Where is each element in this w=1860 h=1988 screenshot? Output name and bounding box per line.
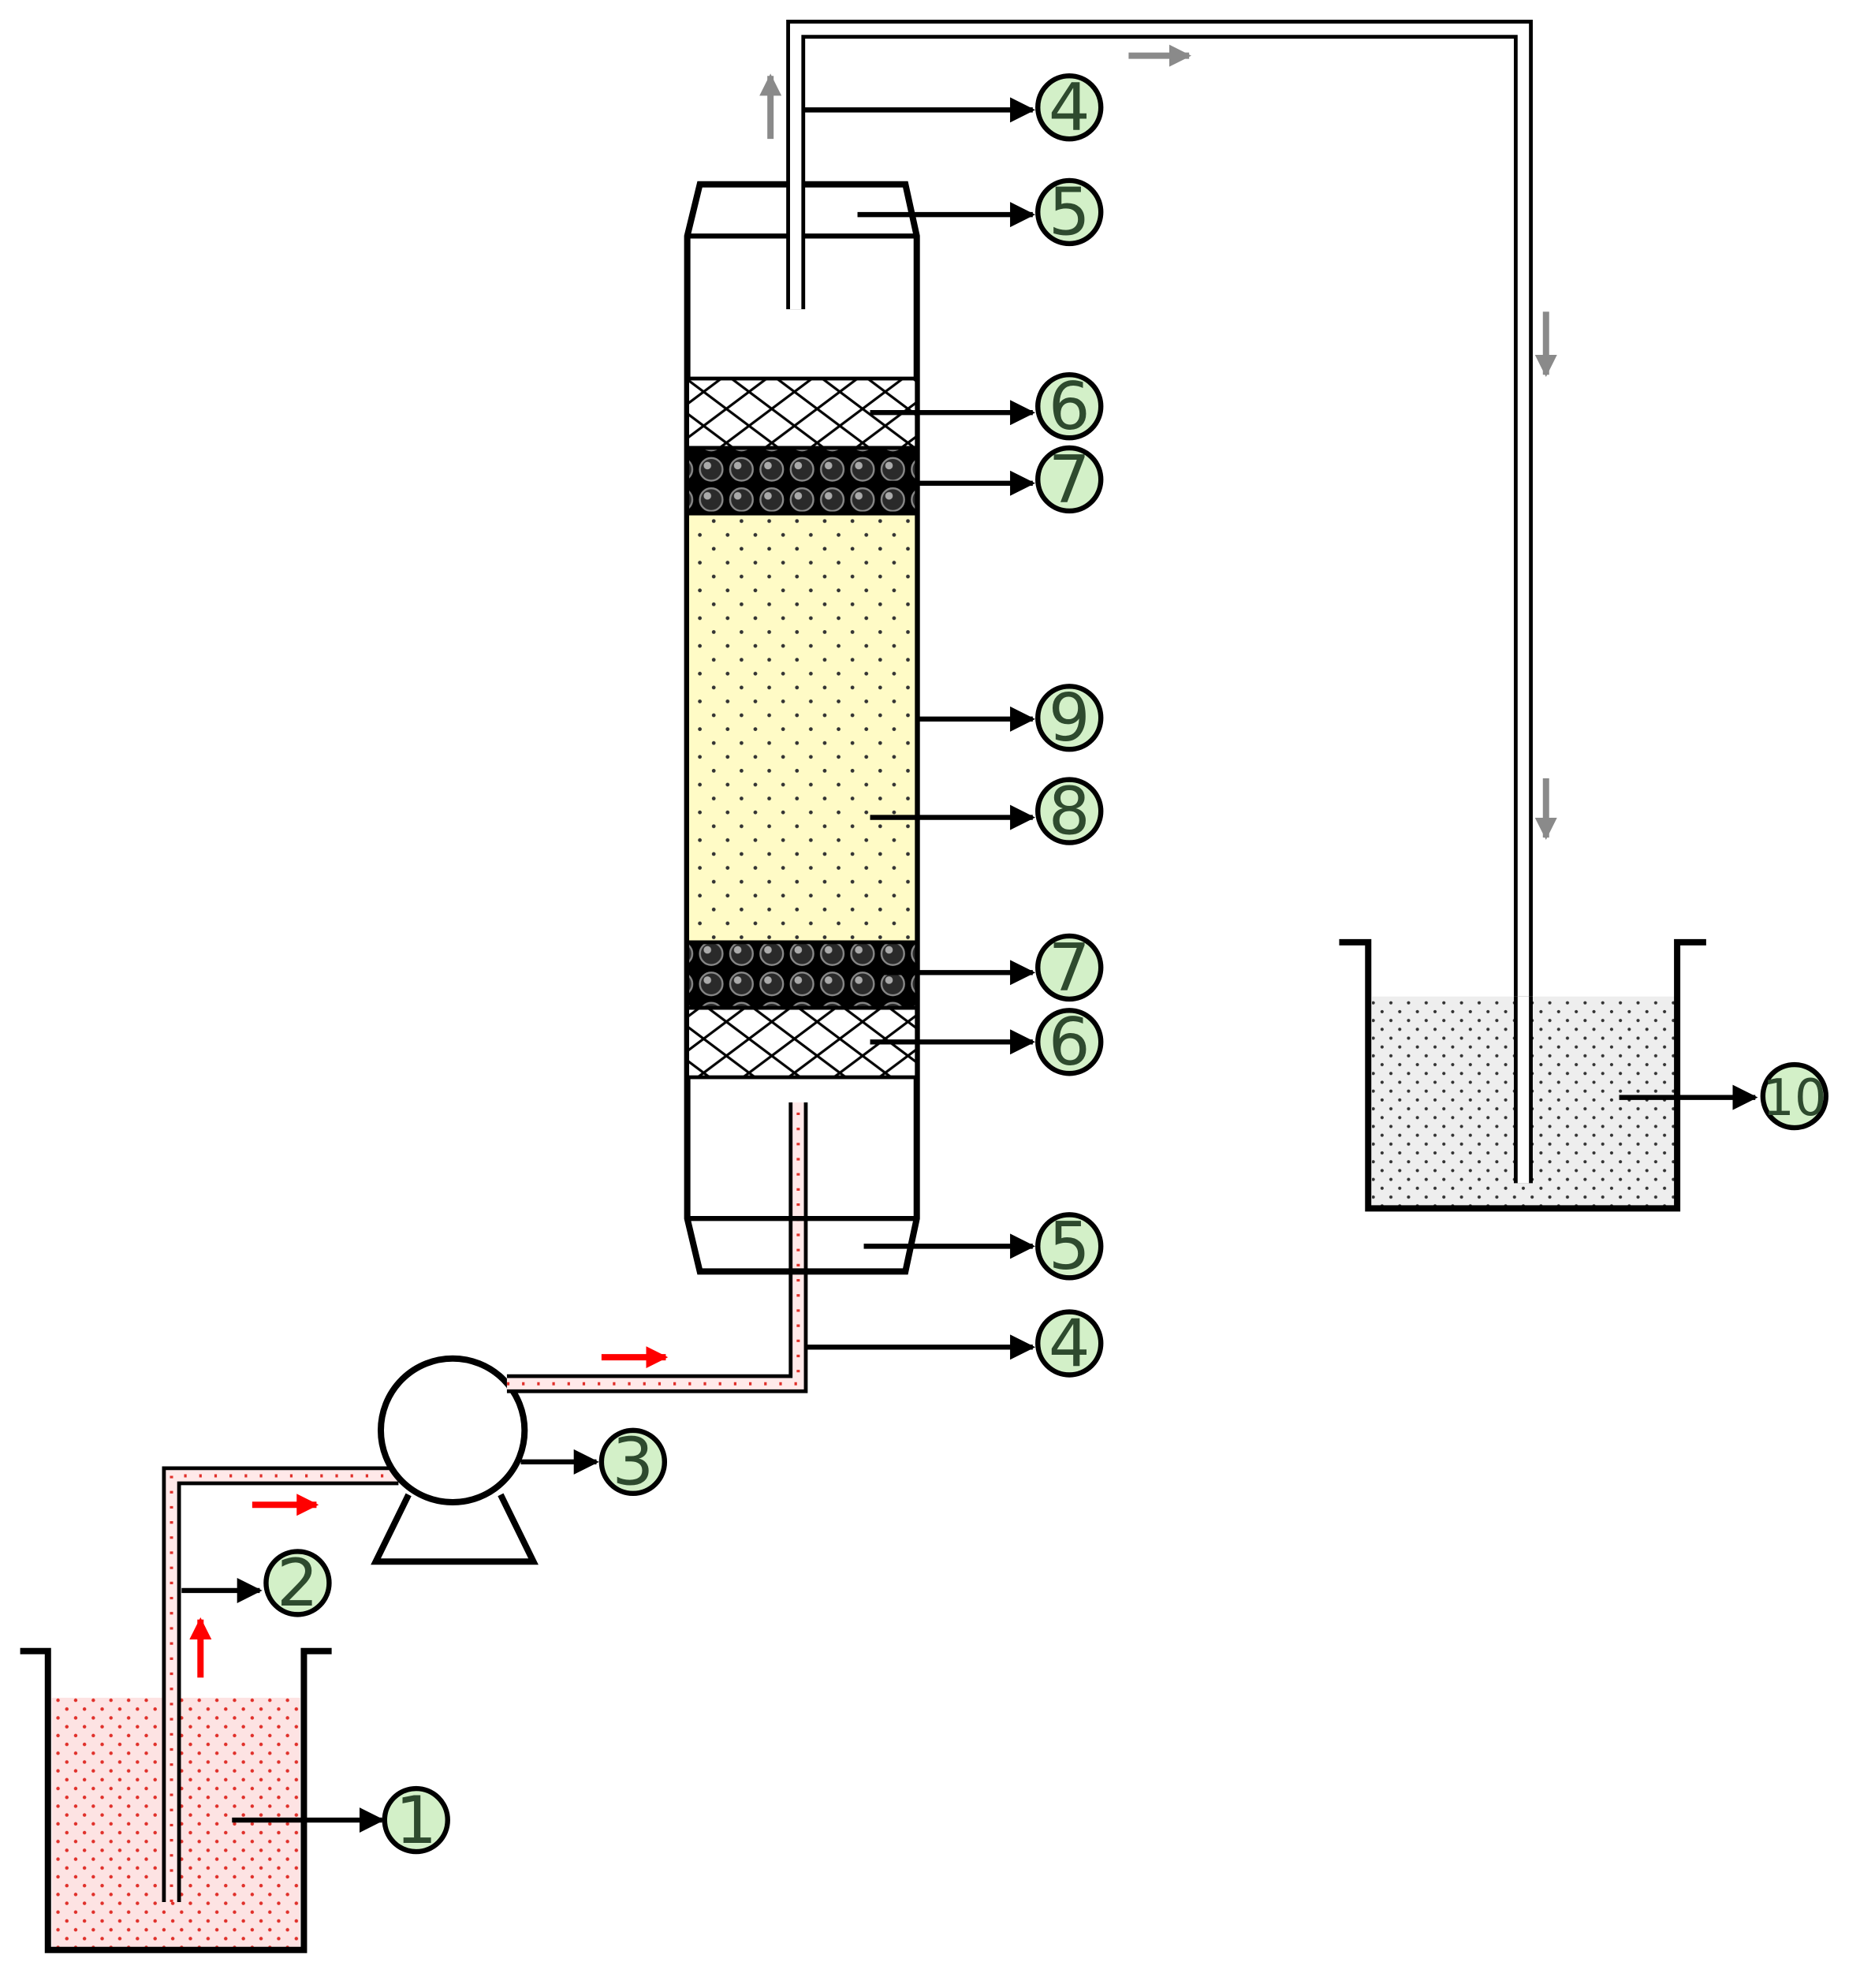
callout-5-top: 5: [1035, 174, 1104, 251]
flow-arrows: [189, 44, 1557, 1678]
column: [684, 181, 920, 1275]
callout-10: 10: [1760, 1061, 1829, 1131]
svg-text:7: 7: [1049, 930, 1090, 1006]
pump-to-column-tube: [506, 1102, 808, 1393]
svg-text:9: 9: [1049, 680, 1090, 756]
callout-6-top: 6: [1035, 368, 1104, 445]
outlet-tube: [786, 20, 1533, 1184]
svg-text:5: 5: [1049, 1208, 1090, 1285]
svg-text:4: 4: [1049, 69, 1090, 146]
svg-text:6: 6: [1049, 1004, 1090, 1080]
svg-text:6: 6: [1049, 368, 1090, 445]
callout-8: 8: [1035, 773, 1104, 849]
svg-text:1: 1: [395, 1782, 437, 1859]
feed-tube: [162, 1466, 399, 1903]
bottom-glass-beads: [685, 940, 919, 1010]
callout-1: 1: [382, 1782, 450, 1859]
leader-lines: [181, 97, 1758, 1833]
callout-7-bottom: 7: [1035, 930, 1104, 1006]
callout-2: 2: [263, 1545, 332, 1621]
svg-text:3: 3: [612, 1424, 654, 1501]
svg-text:10: 10: [1762, 1069, 1826, 1128]
svg-text:5: 5: [1049, 174, 1090, 251]
callout-6-bottom: 6: [1035, 1004, 1104, 1080]
callout-4-top: 4: [1035, 69, 1104, 146]
top-glass-beads: [685, 446, 919, 516]
callout-4-bottom: 4: [1035, 1305, 1104, 1382]
svg-text:4: 4: [1049, 1305, 1090, 1382]
adsorbent-bed: [685, 511, 919, 945]
callout-9: 9: [1035, 680, 1104, 756]
callout-3: 3: [598, 1424, 668, 1501]
svg-text:8: 8: [1049, 773, 1090, 849]
pump: [371, 1355, 539, 1565]
svg-text:7: 7: [1049, 442, 1090, 518]
effluent-beaker: [1339, 938, 1706, 1212]
callout-5-bottom: 5: [1035, 1208, 1104, 1285]
svg-text:2: 2: [277, 1545, 319, 1621]
callout-7-top: 7: [1035, 442, 1104, 518]
